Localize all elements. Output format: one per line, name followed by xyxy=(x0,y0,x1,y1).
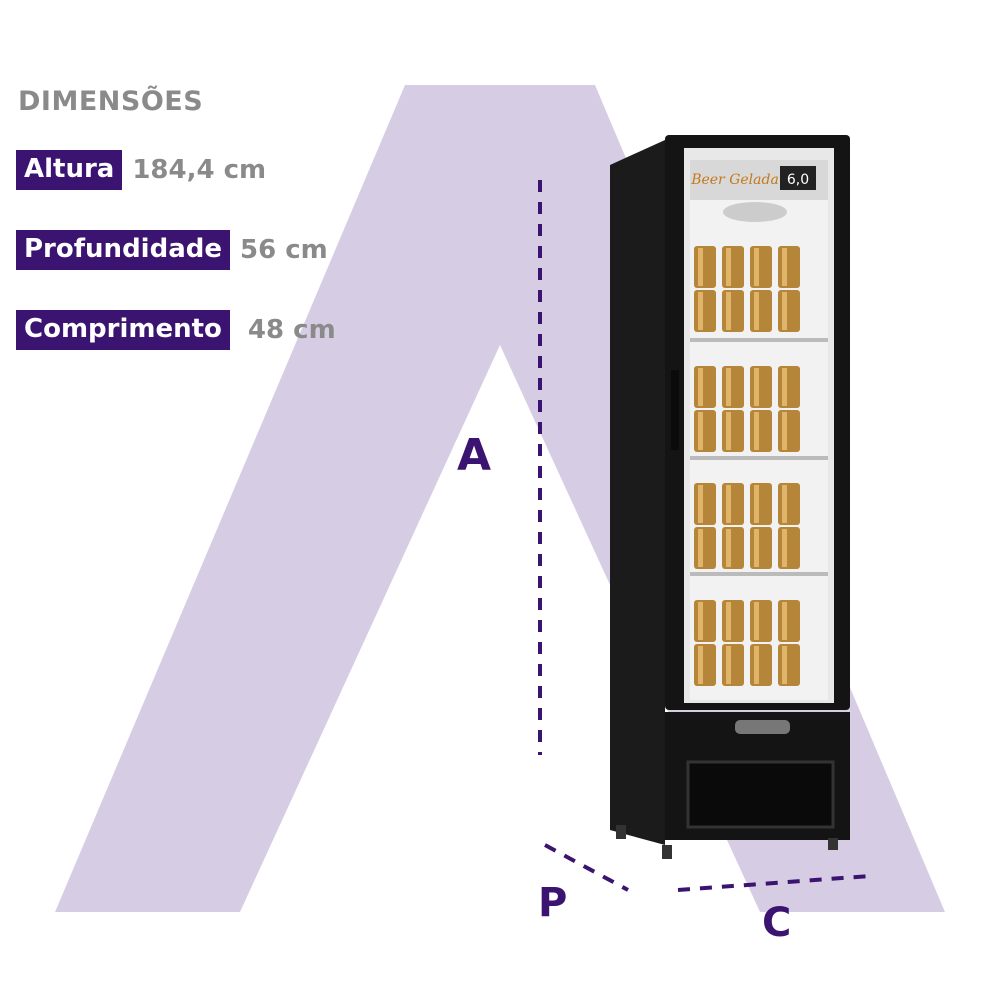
beverage-can xyxy=(722,644,744,686)
beverage-can xyxy=(694,644,716,686)
beverage-can xyxy=(722,600,744,642)
height-letter: A xyxy=(457,430,492,481)
spec-label-depth: Profundidade xyxy=(16,230,230,270)
beverage-can xyxy=(722,527,744,569)
spec-label-height: Altura xyxy=(16,150,123,190)
beverage-can xyxy=(722,290,744,332)
beverage-can xyxy=(750,290,772,332)
spec-value-height: 184,4 cm xyxy=(132,155,267,185)
beverage-can xyxy=(778,644,800,686)
beverage-can xyxy=(722,483,744,525)
beverage-can xyxy=(694,483,716,525)
beverage-can xyxy=(778,246,800,288)
beverage-can xyxy=(722,410,744,452)
dimensions-heading: DIMENSÕES xyxy=(18,86,204,117)
beverage-can xyxy=(778,483,800,525)
width-dimension-line xyxy=(677,874,871,892)
beverage-can xyxy=(694,246,716,288)
depth-dimension-line xyxy=(544,843,629,892)
beverage-can xyxy=(778,600,800,642)
beverage-can xyxy=(750,600,772,642)
beverage-can xyxy=(750,366,772,408)
spec-row-height: Altura 184,4 cm xyxy=(16,150,266,190)
spec-row-depth: Profundidade 56 cm xyxy=(16,230,328,270)
spec-value-depth: 56 cm xyxy=(240,235,328,265)
beverage-can xyxy=(750,644,772,686)
beverage-can xyxy=(778,290,800,332)
beverage-can xyxy=(750,246,772,288)
beverage-can xyxy=(694,600,716,642)
beverage-can xyxy=(694,410,716,452)
beverage-can xyxy=(778,527,800,569)
beverage-can xyxy=(722,246,744,288)
beverage-can xyxy=(750,483,772,525)
width-letter: C xyxy=(762,900,792,946)
beverage-can xyxy=(694,527,716,569)
beverage-can xyxy=(750,527,772,569)
brand-logo: Beer Gelada xyxy=(690,172,779,188)
spec-row-length: Comprimento 48 cm xyxy=(16,310,336,350)
beverage-can xyxy=(750,410,772,452)
beverage-cooler-image: 6,0 Beer Gelada xyxy=(610,135,850,859)
depth-letter: P xyxy=(538,880,568,926)
beverage-can xyxy=(694,290,716,332)
beverage-can xyxy=(778,366,800,408)
beverage-can xyxy=(778,410,800,452)
beverage-can xyxy=(722,366,744,408)
beverage-can xyxy=(694,366,716,408)
spec-value-length: 48 cm xyxy=(247,315,336,345)
temperature-display: 6,0 xyxy=(787,172,809,188)
spec-label-length: Comprimento xyxy=(16,310,230,350)
